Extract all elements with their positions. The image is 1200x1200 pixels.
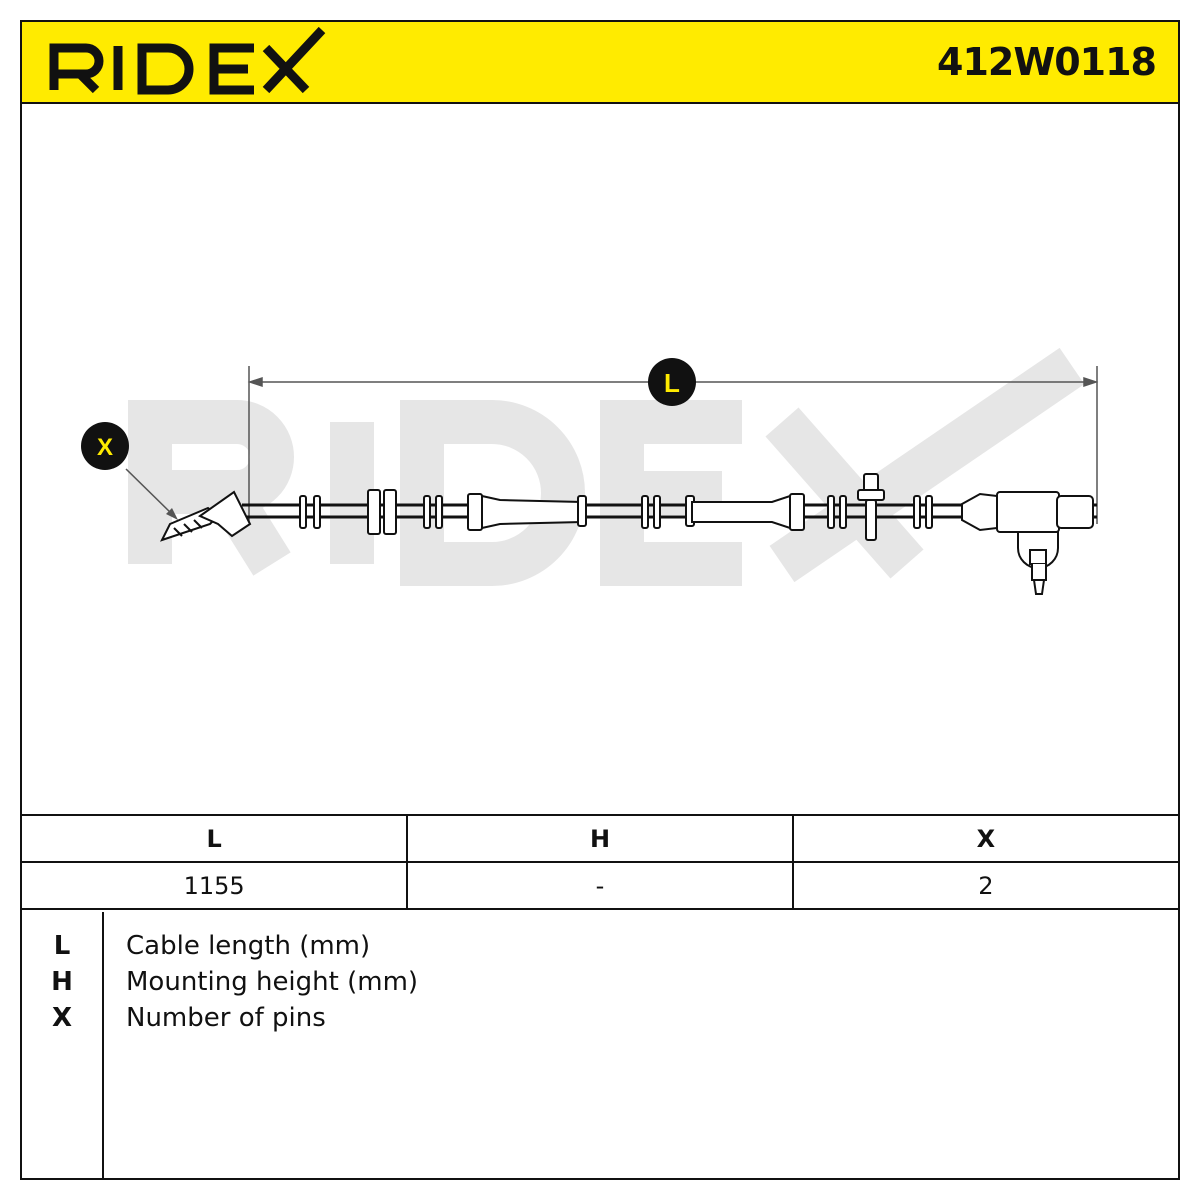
header-bar: 412W0118 xyxy=(22,22,1178,104)
legend-item: H Mounting height (mm) xyxy=(22,964,1178,1000)
protective-sleeve xyxy=(685,493,805,531)
table-header-row: L H X xyxy=(22,814,1178,863)
sensor-cable xyxy=(160,473,1097,595)
legend-divider xyxy=(102,912,104,1178)
length-marker: L xyxy=(648,358,696,406)
pin-marker-label: X xyxy=(97,434,113,461)
legend-text: Mounting height (mm) xyxy=(126,967,419,997)
cable-clip xyxy=(641,495,661,529)
pin-marker: X xyxy=(81,422,178,520)
cable-clip xyxy=(367,489,397,535)
cable-clip xyxy=(827,495,847,529)
mounting-clip xyxy=(857,473,885,541)
ridex-watermark xyxy=(128,347,1085,586)
sensor-head xyxy=(961,491,1094,595)
legend-key: X xyxy=(51,1003,73,1033)
cable-clip xyxy=(913,495,933,529)
sensor-drawing: L X xyxy=(81,347,1099,595)
legend-text: Cable length (mm) xyxy=(126,931,371,961)
value-cell-height: - xyxy=(406,861,794,910)
table-row: 1155 - 2 xyxy=(22,861,1178,910)
ridex-logo xyxy=(49,26,326,95)
length-marker-label: L xyxy=(664,368,680,398)
legend-text: Number of pins xyxy=(126,1003,326,1033)
legend: L Cable length (mm) H Mounting height (m… xyxy=(22,912,1178,1178)
header-cell-pins: X xyxy=(791,814,1178,863)
header-cell-length: L xyxy=(22,814,409,863)
value-cell-length: 1155 xyxy=(22,861,409,910)
header-cell-height: H xyxy=(406,814,794,863)
legend-item: X Number of pins xyxy=(22,1000,1178,1036)
legend-key: L xyxy=(53,931,71,961)
legend-item: L Cable length (mm) xyxy=(22,928,1178,964)
value-cell-pins: 2 xyxy=(791,861,1178,910)
protective-sleeve xyxy=(467,493,587,531)
plug-connector xyxy=(160,490,252,542)
specification-table: L H X 1155 - 2 xyxy=(22,814,1178,910)
cable-clip xyxy=(299,495,321,529)
cable-clip xyxy=(423,495,443,529)
part-number: 412W0118 xyxy=(937,40,1157,84)
datasheet-frame: 412W0118 L X xyxy=(20,20,1180,1180)
legend-key: H xyxy=(51,967,73,997)
